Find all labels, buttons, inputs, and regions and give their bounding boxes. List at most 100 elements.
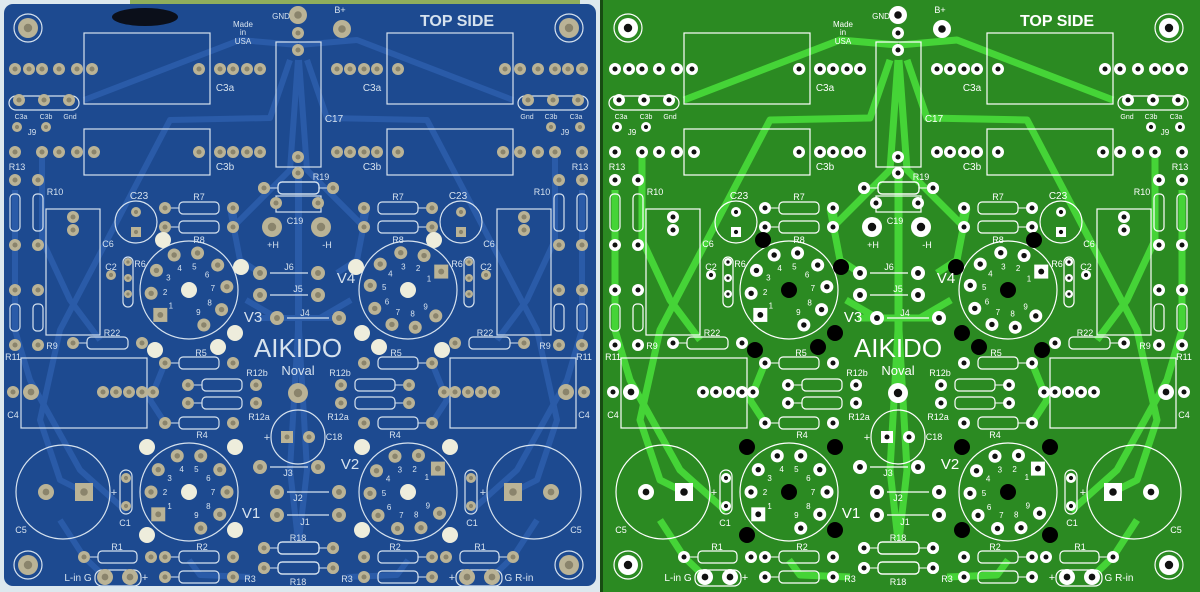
drill-hole <box>1029 554 1035 560</box>
drill-hole <box>1029 205 1035 211</box>
pin-number: 4 <box>777 264 782 273</box>
drill-hole <box>579 342 585 348</box>
drill-hole <box>612 149 618 155</box>
drill-hole <box>681 554 687 560</box>
silk-label-j2: J2 <box>893 493 903 503</box>
silk-label-minus-h: -H <box>922 240 932 250</box>
tube-v2-center-hole <box>1000 484 1016 500</box>
tube-v4-socket-outline <box>958 240 1058 340</box>
pin-number: 4 <box>177 264 182 273</box>
drill-hole <box>674 149 680 155</box>
drill-hole <box>162 554 168 560</box>
pin-number: 7 <box>811 488 816 497</box>
pin-number: 8 <box>807 298 812 307</box>
drill-hole <box>267 222 277 232</box>
drill-hole <box>564 23 574 33</box>
drill-hole <box>830 360 836 366</box>
drill-hole <box>726 260 730 264</box>
drill-hole <box>1058 229 1064 235</box>
silk-label-l-in: L-in G <box>664 573 691 584</box>
drill-hole <box>556 242 562 248</box>
silk-label-r2: R2 <box>196 542 208 552</box>
drill-hole <box>330 185 336 191</box>
drill-hole <box>123 475 129 481</box>
drill-hole <box>406 400 412 406</box>
drill-hole <box>230 574 236 580</box>
drill-hole <box>257 149 263 155</box>
drill-hole <box>552 149 558 155</box>
drill-hole <box>643 124 649 130</box>
drill-hole <box>700 389 706 395</box>
drill-hole <box>1152 149 1158 155</box>
r10-body <box>632 193 644 232</box>
drill-hole <box>214 262 221 268</box>
drill-hole <box>330 545 336 551</box>
pin-number: 8 <box>414 511 419 520</box>
c3a-outline <box>683 32 811 105</box>
drill-hole <box>994 525 1001 532</box>
drill-hole <box>1165 66 1171 72</box>
silk-label-r19: R19 <box>913 172 930 182</box>
mounting-ring <box>613 13 643 43</box>
drill-hole <box>762 205 768 211</box>
drill-hole <box>689 66 695 72</box>
drill-hole <box>126 276 130 280</box>
input-connector-outline <box>455 569 503 587</box>
drill-hole <box>244 149 250 155</box>
r11-body <box>576 303 588 332</box>
mounting-hole <box>827 325 843 341</box>
drill-hole <box>412 324 418 331</box>
c5-outline <box>15 444 111 540</box>
drill-hole <box>895 170 901 176</box>
pin-number: 8 <box>1014 511 1019 520</box>
r13-body <box>609 193 621 232</box>
drill-hole <box>771 252 777 258</box>
silk-label-c2: C2 <box>1080 262 1092 272</box>
silk-label-c4: C4 <box>7 410 19 420</box>
drill-hole <box>817 511 823 518</box>
drill-hole <box>1035 465 1041 472</box>
drill-hole <box>947 66 953 72</box>
c1-outline <box>119 469 133 515</box>
drill-hole <box>670 214 676 220</box>
c3a-outline <box>83 32 211 105</box>
silk-label-r7: R7 <box>992 192 1004 202</box>
drill-hole <box>556 177 562 183</box>
drill-hole <box>367 490 373 497</box>
drill-hole <box>517 66 523 72</box>
drill-hole <box>726 276 730 280</box>
c17-outline <box>275 41 322 168</box>
pin-number: 3 <box>767 474 772 483</box>
silk-label-r7: R7 <box>392 192 404 202</box>
drill-hole <box>579 66 585 72</box>
silk-label-gnd: Gnd <box>63 114 76 121</box>
drill-hole <box>1121 340 1127 346</box>
drill-hole <box>581 389 587 395</box>
drill-hole <box>394 525 401 532</box>
pin-number: 5 <box>982 283 987 292</box>
drill-hole <box>347 66 353 72</box>
pin-number: 9 <box>194 511 199 520</box>
pin-number: 7 <box>996 308 1001 317</box>
drill-hole <box>1164 23 1174 33</box>
pin-number: 7 <box>211 284 216 293</box>
drill-hole <box>701 573 709 581</box>
pin-number: 6 <box>806 474 811 483</box>
silk-label-r1: R1 <box>711 542 723 552</box>
drill-hole <box>785 400 791 406</box>
pin-number: 5 <box>194 465 199 474</box>
copper-trace <box>469 190 585 514</box>
drill-hole <box>1038 268 1045 275</box>
pin-number: 6 <box>205 270 210 279</box>
drill-hole <box>936 315 942 321</box>
silk-label-r6: R6 <box>1051 259 1063 269</box>
drill-hole <box>1068 503 1074 509</box>
drill-hole <box>162 224 168 230</box>
drill-hole <box>798 453 804 459</box>
pin-number: 6 <box>805 270 810 279</box>
mounting-ring <box>1154 13 1184 43</box>
drill-hole <box>150 389 156 395</box>
drill-hole <box>535 66 541 72</box>
silk-label-c3a: C3a <box>15 114 28 121</box>
